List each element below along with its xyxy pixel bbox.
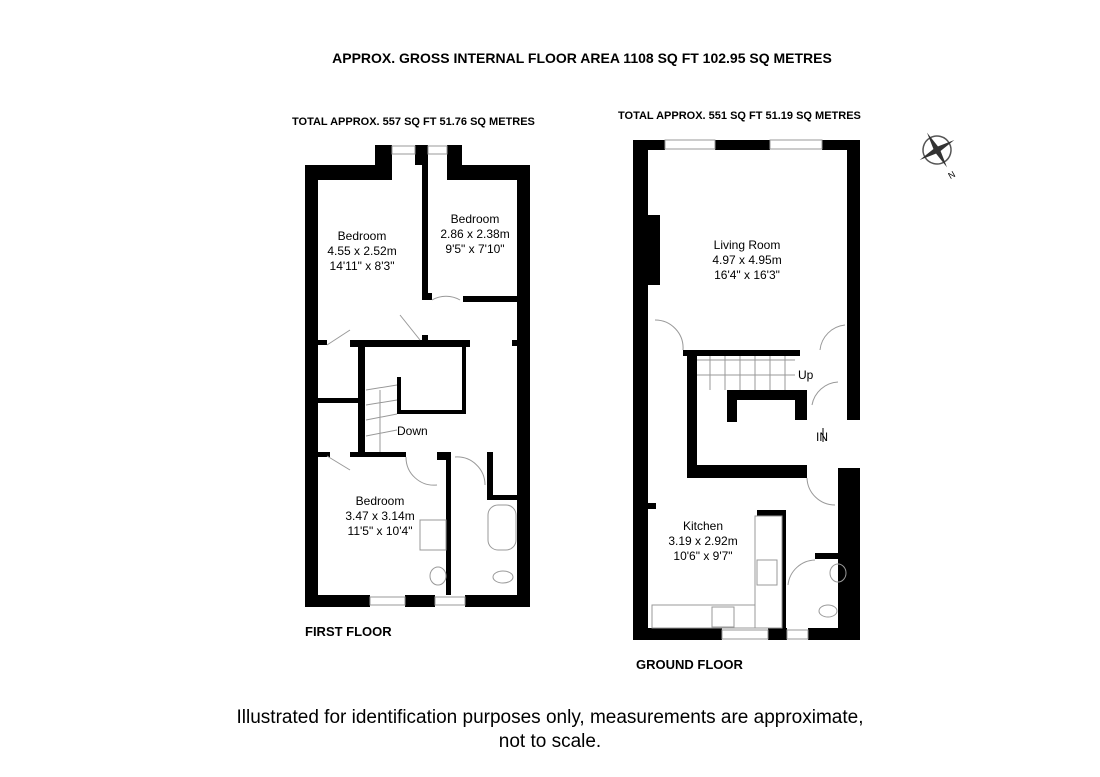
disclaimer: Illustrated for identification purposes …	[236, 707, 864, 752]
ground-floor-label: GROUND FLOOR	[636, 657, 743, 672]
ground-floor-walls	[633, 140, 860, 640]
gross-area-title: APPROX. GROSS INTERNAL FLOOR AREA 1108 S…	[332, 50, 832, 66]
ground-floor-total: TOTAL APPROX. 551 SQ FT 51.19 SQ METRES	[618, 110, 861, 122]
first-floor-total: TOTAL APPROX. 557 SQ FT 51.76 SQ METRES	[292, 116, 535, 128]
stairs-down-label: Down	[397, 424, 428, 438]
compass-icon: N	[919, 132, 957, 181]
stairs-up-label: Up	[798, 368, 814, 382]
first-floor-walls	[305, 145, 530, 607]
entrance-label: IN	[816, 430, 828, 444]
ground-floor-fixtures	[651, 139, 847, 640]
first-floor-windows	[326, 145, 517, 606]
first-floor-label: FIRST FLOOR	[305, 624, 392, 639]
svg-text:N: N	[946, 169, 957, 181]
